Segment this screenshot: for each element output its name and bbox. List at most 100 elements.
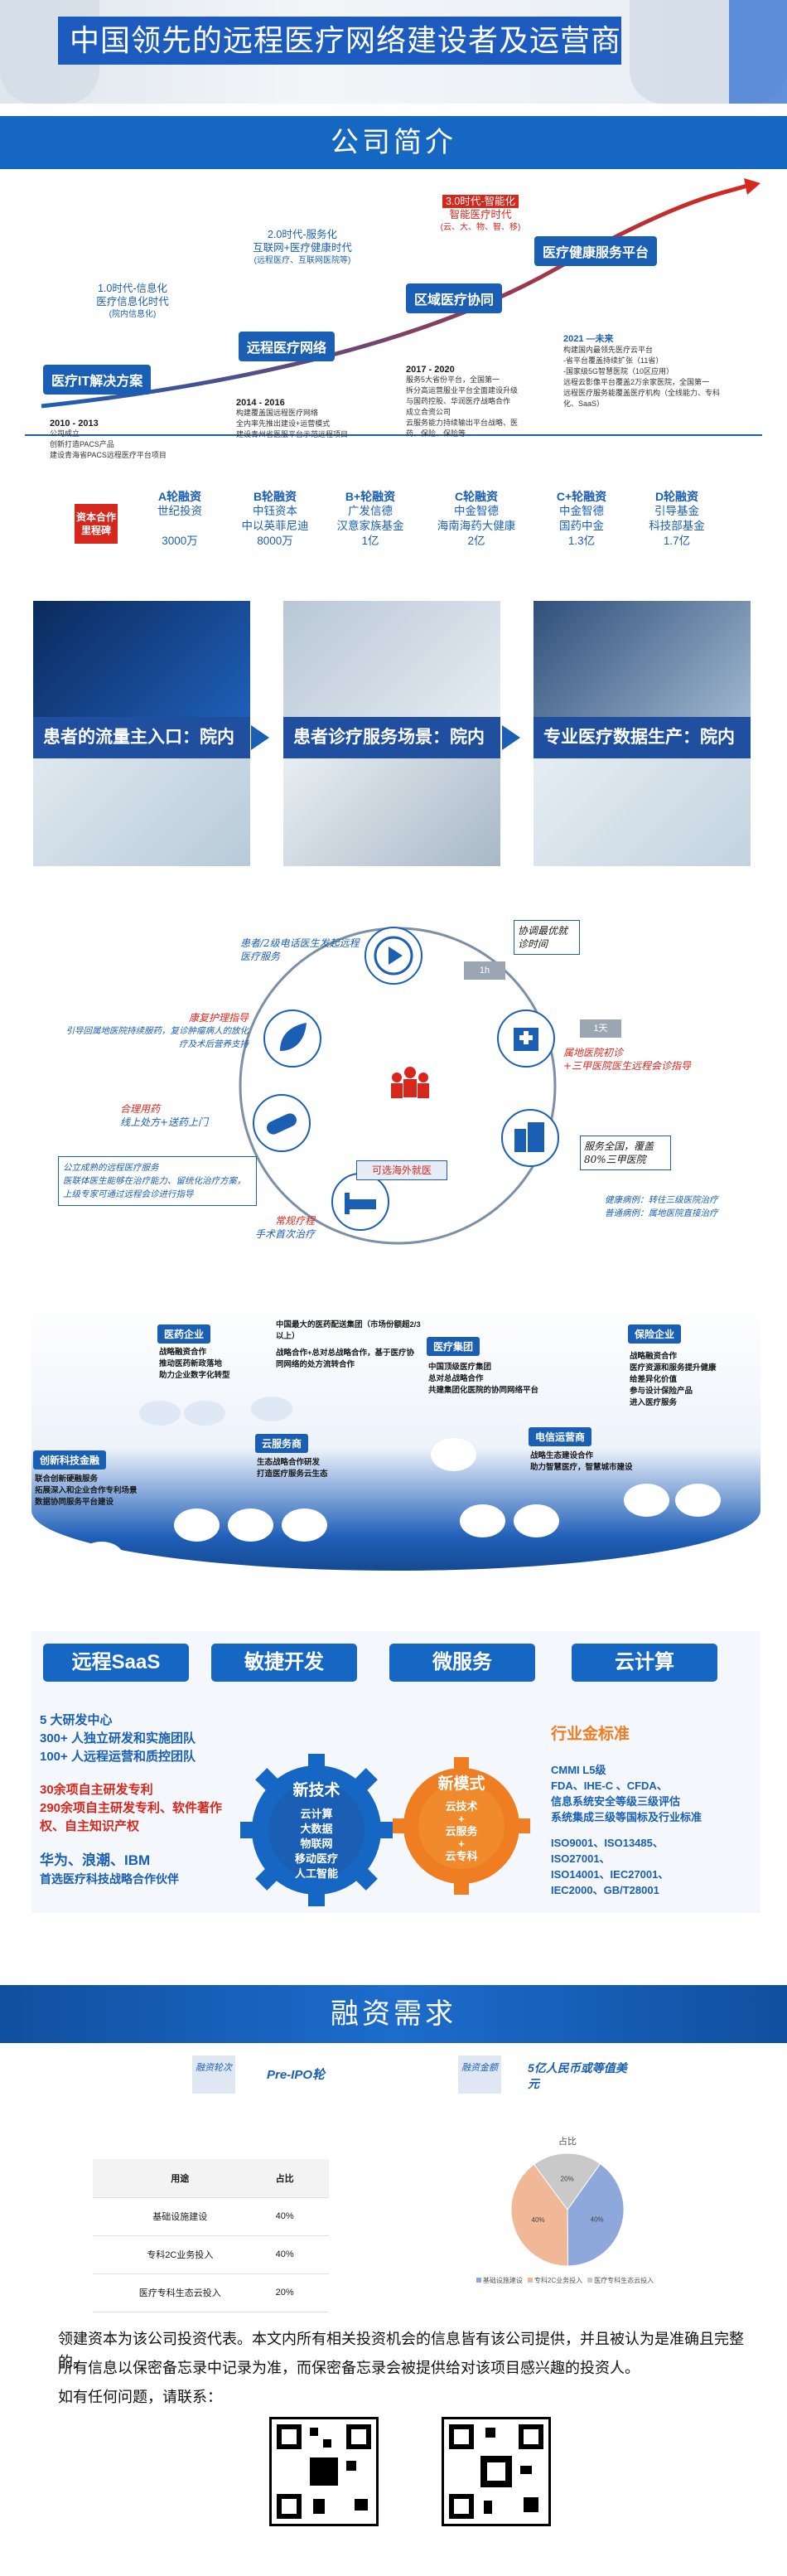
eco-text-pharma: 战略融资合作 推动医药新政落地 助力企业数字化转型 [159,1347,283,1382]
stage-remote-sub3: (远程医疗、互联网医院等) [253,256,351,265]
pie-legend-label: 专科2C业务投入 [534,2277,583,2284]
amount-label-badge: 融资金额 [458,2055,501,2094]
year-2021-note: 远程云影像平台覆盖2万余家医院，全国第一 [563,378,710,386]
year-2017-note: 拆分高运营服业平台全面建设升级 [406,386,519,395]
funding-round-name: B+轮融资 [345,490,396,503]
chevron-right-icon [251,725,269,750]
pie-legend-item-0: 基础设施建设 [476,2277,523,2284]
table-cell: 20% [267,2273,329,2312]
stage-remote-sub1: 2.0时代-服务化 [267,229,338,240]
eco-text-telecom: 战略生态建设合作 助力智慧医疗，智慧城市建设 [530,1450,654,1474]
table-row: 医疗专科生态云投入 20% [93,2273,329,2312]
gear-item: + [458,1813,465,1825]
pie-chart: 占比 40%40%20% 基础设施建设专科2C业务投入医疗专科生态云投入 [447,2134,688,2304]
stage-platform-sub3: (云、大、物、智、移) [440,223,521,232]
qr-code[interactable] [442,2417,551,2526]
eco-line: 医疗资源和服务提升健康 [630,1363,717,1373]
year-2017-note: 与国药控股、华润医疗战略合作 [406,397,511,405]
pie-legend: 基础设施建设专科2C业务投入医疗专科生态云投入 [447,2276,688,2285]
photo-scan-room [534,758,751,866]
eco-box-pharma: 医药企业 [157,1324,211,1344]
partner-logo [431,1438,476,1471]
standard-line: 系统集成三级等国标及行业标准 [551,1811,703,1823]
stat-ip: 290余项自主研发专利、软件著作权、自主知识产权 [40,1801,223,1833]
cycle-note-local-title: 属地医院初诊 [563,1047,624,1058]
gear-new-tech: 新技术 云计算 大数据 物联网 移动医疗 人工智能 [267,1780,366,1881]
bed-icon [331,1173,389,1231]
overseas-option: 可选海外就医 [356,1160,447,1180]
funding-round-investor: 国药中金 [559,520,604,532]
standard-line: 信息系统安全等级三级评估 [551,1795,681,1808]
funding-round-amount: 1.7亿 [663,535,691,547]
stat-partners-desc: 首选医疗科技战略合作伙伴 [40,1872,179,1886]
partner-logo [251,1397,292,1421]
funding-round-investor: 中金智德 [559,505,604,517]
year-2010-note: 创新打造PACS产品 [50,440,114,448]
pie-chart-title: 占比 [558,2137,577,2147]
eco-line: 给差异化价值 [630,1375,678,1384]
cycle-note-local-detail: +三甲医院医生远程会诊指导 [563,1060,692,1072]
stage-box-platform: 医疗健康服务平台 [534,236,658,266]
eco-line: 共建集团化医院的协同网络平台 [428,1386,539,1395]
stage-box-it: 医疗IT解决方案 [43,365,152,395]
year-2010-note: 建设青海省PACS远程医疗平台项目 [50,451,167,459]
hero-title: 中国领先的远程医疗网络建设者及运营商 [58,17,621,65]
standard-line: ISO27001、 [551,1852,611,1865]
year-2014-note: 建设青州省医服平台示范远程项目 [236,430,349,438]
photo-band-1: 患者的流量主入口：院内 [33,717,250,758]
table-cell: 40% [267,2235,329,2274]
disclaimer-1: 领建资本为该公司投资代表。本文内所有相关投资机会的信息皆有该公司提供，并且被认为… [58,2331,744,2370]
pie-slice-0 [567,2162,625,2267]
qr-code[interactable] [269,2417,379,2526]
disclaimer-2: 所有信息以保密备忘录中记录为准，而保密备忘录会被提供给对该项目感兴趣的投资人。 [58,2360,640,2376]
year-2021-note: 远程医疗服务能覆盖医疗机构（全线能力、专科化、SaaS） [563,389,721,408]
standard-line: ISO9001、ISO13485、 [551,1837,664,1849]
eco-line: 战略融资合作 [159,1348,207,1357]
stage-platform-sub1: 3.0时代-智能化 [442,195,519,208]
eco-line: 参与设计保险产品 [630,1387,693,1396]
funding-round-name: C+轮融资 [556,490,607,503]
cycle-note-routine-detail: 手术首次治疗 [254,1228,315,1240]
eco-line: 拓展深入和企业合作专利场景 [35,1486,138,1495]
year-2021-note: -国家级5G智慧医院（10区应用） [563,367,674,375]
funding-round-amount: 3000万 [162,535,198,547]
hero-right-accent [729,0,787,104]
partner-logo [184,1401,225,1426]
hospital-icon [497,1010,555,1068]
pie-legend-swatch [476,2278,481,2283]
table-header-cell: 用途 [93,2159,268,2198]
pie-legend-item-1: 专科2C业务投入 [527,2277,583,2284]
cycle-note-union-detail: 医联体医生能够在治疗能力、留统化治疗方案，上级专家可通过远程会诊进行指导 [63,1176,246,1199]
funding-round-investor: 中金智德 [454,505,499,517]
play-icon [365,927,422,985]
funding-round-a: A轮融资 世纪投资 3000万 [141,489,219,549]
cycle-note-cases-severe: 健康病例：转往三级医院治疗 [605,1195,718,1205]
pill-icon [253,1094,311,1152]
standards-title: 行业金标准 [551,1726,630,1743]
chevron-right-icon [502,725,520,750]
eco-text-insurance: 战略融资合作 医疗资源和服务提升健康 给差异化价值 参与设计保险产品 进入医疗服… [630,1351,754,1409]
stat-patents: 30余项自主研发专利 [40,1783,153,1797]
pie-legend-swatch [527,2278,533,2283]
contact-prompt: 如有任何问题，请联系： [58,2389,222,2405]
cycle-note-union: 公立成熟的远程医疗服务 医联体医生能够在治疗能力、留统化治疗方案，上级专家可通过… [58,1156,257,1206]
year-2021-note: -省平台覆盖持续扩张（11省） [563,356,664,365]
year-2017-note: 成立合资公司 [406,408,451,416]
funding-round-investor: 引导基金 [654,505,699,517]
cycle-note-medication-detail: 线上处方+送药上门 [120,1116,209,1128]
cycle-note-coverage: 服务全国，覆盖80%三甲医院 [580,1135,671,1170]
year-block-2014: 2014 - 2016 构建覆盖国远程医疗网络 全内率先推出建设+运营模式 建设… [236,398,394,440]
stat-partners: 华为、浪潮、IBM [40,1852,151,1868]
tech-tag-microservice: 微服务 [389,1644,535,1682]
year-2021: 2021 —未来 [563,334,614,344]
partner-logo [79,1542,124,1575]
funding-round-investor: 汉意家族基金 [336,520,404,532]
cycle-note-local: 属地医院初诊 +三甲医院医生远程会诊指导 [563,1046,746,1073]
gear-item: 云技术 [445,1800,478,1813]
partner-logo [139,1401,181,1426]
cycle-note-medication: 合理用药 线上处方+送药上门 [120,1102,244,1129]
gear-item: 人工智能 [294,1867,338,1880]
year-block-2021: 2021 —未来 构建国内最领先医疗云平台 -省平台覆盖持续扩张（11省） -国… [563,332,729,409]
tech-tag-saas: 远程SaaS [43,1644,189,1682]
cycle-note-cases-normal: 普通病例：属地医院直接治疗 [605,1208,718,1218]
